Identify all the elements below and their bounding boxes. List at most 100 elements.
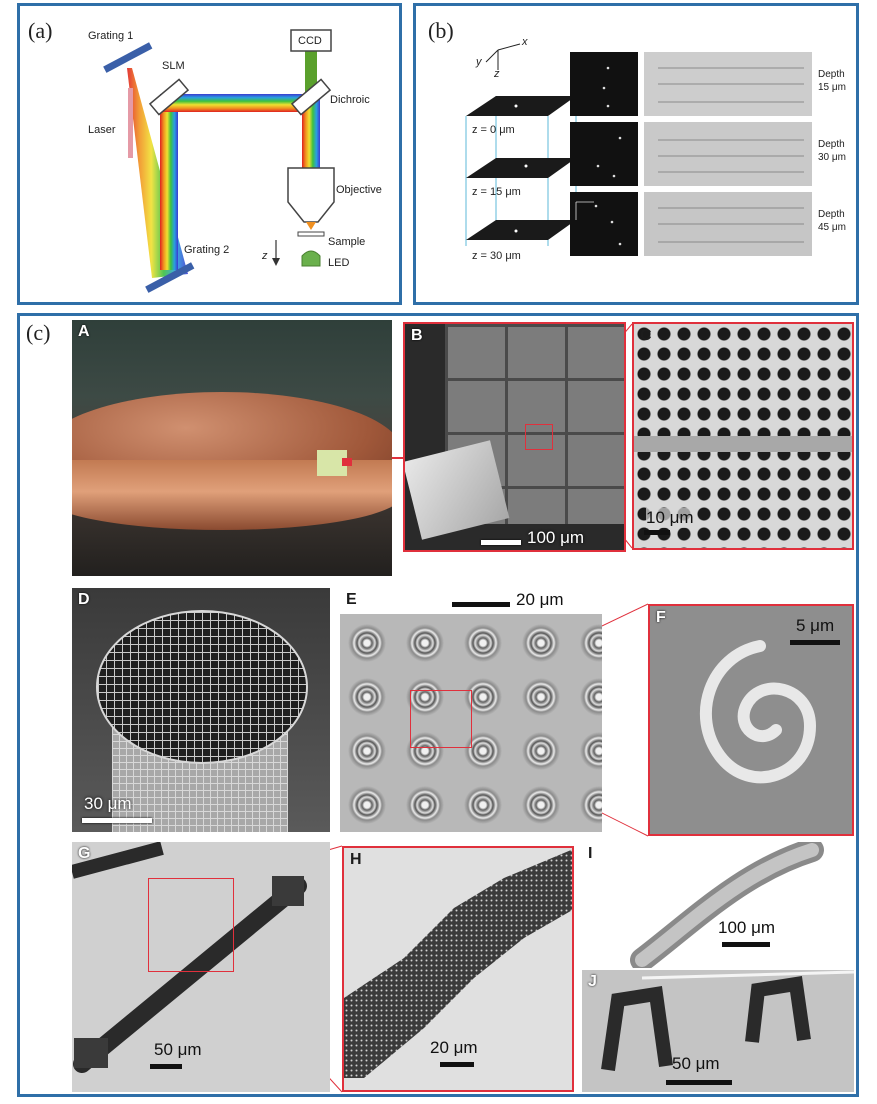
focus-dot — [618, 242, 622, 246]
zoom-box-e — [410, 690, 472, 748]
grating1-label: Grating 1 — [88, 30, 134, 42]
y-axis-line — [485, 49, 499, 63]
subpanel-d: 30 μm D — [72, 588, 330, 832]
scale-bar-b — [481, 540, 521, 545]
focus-dot — [606, 66, 610, 70]
subpanel-e: 20 μm E — [340, 588, 602, 832]
scale-label-i: 100 μm — [718, 918, 776, 937]
subpanel-b: 100 μm B — [403, 322, 626, 552]
scale-bar-c — [644, 530, 670, 535]
scale-bar-g — [150, 1064, 182, 1069]
objective-lens — [287, 167, 335, 223]
focus-spot — [514, 104, 518, 108]
plane-z0 — [466, 96, 576, 116]
focus-spot — [524, 164, 528, 168]
panel-b: (b) — [413, 3, 859, 305]
slm — [148, 78, 190, 116]
laser-beam — [128, 88, 133, 158]
tube-structure — [630, 842, 824, 968]
dichroic-label: Dichroic — [330, 94, 370, 106]
axis-z-label: z — [494, 68, 500, 80]
zoom-box-g — [148, 878, 234, 972]
lattice-gap — [634, 436, 852, 452]
scale-label-g: 50 μm — [154, 1040, 202, 1059]
focus-dot — [612, 174, 616, 178]
focus-dot — [602, 86, 606, 90]
fiber — [641, 970, 854, 980]
fabricated-lines — [658, 67, 804, 243]
beam-vertical-right — [302, 94, 320, 168]
grating2-label: Grating 2 — [184, 244, 230, 256]
focus-image-3 — [570, 192, 638, 256]
scale-bar-d — [82, 818, 152, 823]
letter-h: H — [350, 851, 362, 868]
letter-j: J — [588, 973, 597, 990]
plane-z30 — [466, 220, 576, 240]
scale-label-j: 50 μm — [672, 1054, 720, 1073]
dichroic-mirror — [290, 78, 332, 116]
arch-right — [745, 975, 811, 1043]
loose-cube — [405, 440, 510, 540]
cylinder-top — [96, 610, 308, 764]
objective-label: Objective — [336, 184, 382, 196]
panel-a: (a) — [17, 3, 402, 305]
zoom-box-b — [525, 424, 553, 450]
axis-x-label: x — [522, 36, 528, 48]
laser-label: Laser — [88, 124, 116, 136]
chain-structure — [72, 842, 307, 1073]
focus-dot — [610, 220, 614, 224]
focus-dot — [606, 104, 610, 108]
highlight-dot — [342, 458, 352, 466]
scale-bar-f — [790, 640, 840, 645]
sample-slide — [297, 231, 325, 237]
focus-image-1 — [570, 52, 638, 116]
spiral-array — [340, 614, 602, 832]
arch-structures — [601, 970, 854, 1071]
scale-label-f: 5 μm — [796, 616, 835, 635]
scale-label-e: 20 μm — [516, 590, 564, 609]
subpanel-j: 50 μm J — [582, 970, 854, 1092]
panel-c-label: (c) — [26, 320, 51, 345]
z-axis-label: z — [262, 250, 268, 262]
letter-i: I — [588, 845, 593, 862]
letter-b: B — [411, 327, 423, 344]
chain-upper — [72, 842, 164, 879]
subpanel-g: 50 μm G — [72, 842, 330, 1092]
anchor-right — [272, 876, 304, 906]
scale-label-d: 30 μm — [84, 794, 132, 813]
grating-1 — [103, 42, 153, 73]
depth-planes-diagram — [465, 43, 812, 256]
scale-label-c: 10 μm — [646, 508, 694, 528]
spiral-closeup — [699, 640, 817, 784]
letter-g: G — [78, 845, 91, 862]
tube-inner — [635, 843, 819, 967]
spiral-arm — [699, 640, 817, 784]
letter-e: E — [346, 591, 357, 608]
panel-c: (c) A 100 μm B 10 μm C 30 μm — [17, 313, 859, 1097]
chain-closeup-body — [344, 849, 572, 1078]
slm-label: SLM — [162, 60, 185, 72]
ccd — [290, 29, 332, 52]
scale-label-h: 20 μm — [430, 1038, 478, 1057]
chain-closeup — [344, 849, 572, 1078]
subpanel-i: 100 μm I — [582, 842, 854, 968]
focus-dot — [596, 164, 600, 168]
scale-bar-i — [722, 942, 770, 947]
focus-image-2 — [570, 122, 638, 186]
depth-label-3: Depth 45 μm — [818, 209, 846, 233]
led — [301, 250, 321, 267]
letter-a: A — [78, 323, 90, 340]
plane-label-2: z = 30 μm — [472, 250, 521, 262]
ccd-label: CCD — [298, 35, 322, 47]
beam-horizontal — [160, 94, 318, 112]
plane-label-0: z = 0 μm — [472, 124, 515, 136]
scale-bar-e — [452, 602, 510, 607]
plane-label-1: z = 15 μm — [472, 186, 521, 198]
brightfield-image-2 — [644, 122, 812, 186]
panel-b-label: (b) — [428, 18, 454, 43]
focus-beam — [306, 222, 316, 230]
x-axis-line — [497, 43, 521, 51]
focus-dot — [618, 136, 622, 140]
anchor-left — [74, 1038, 108, 1068]
led-label: LED — [328, 257, 350, 269]
